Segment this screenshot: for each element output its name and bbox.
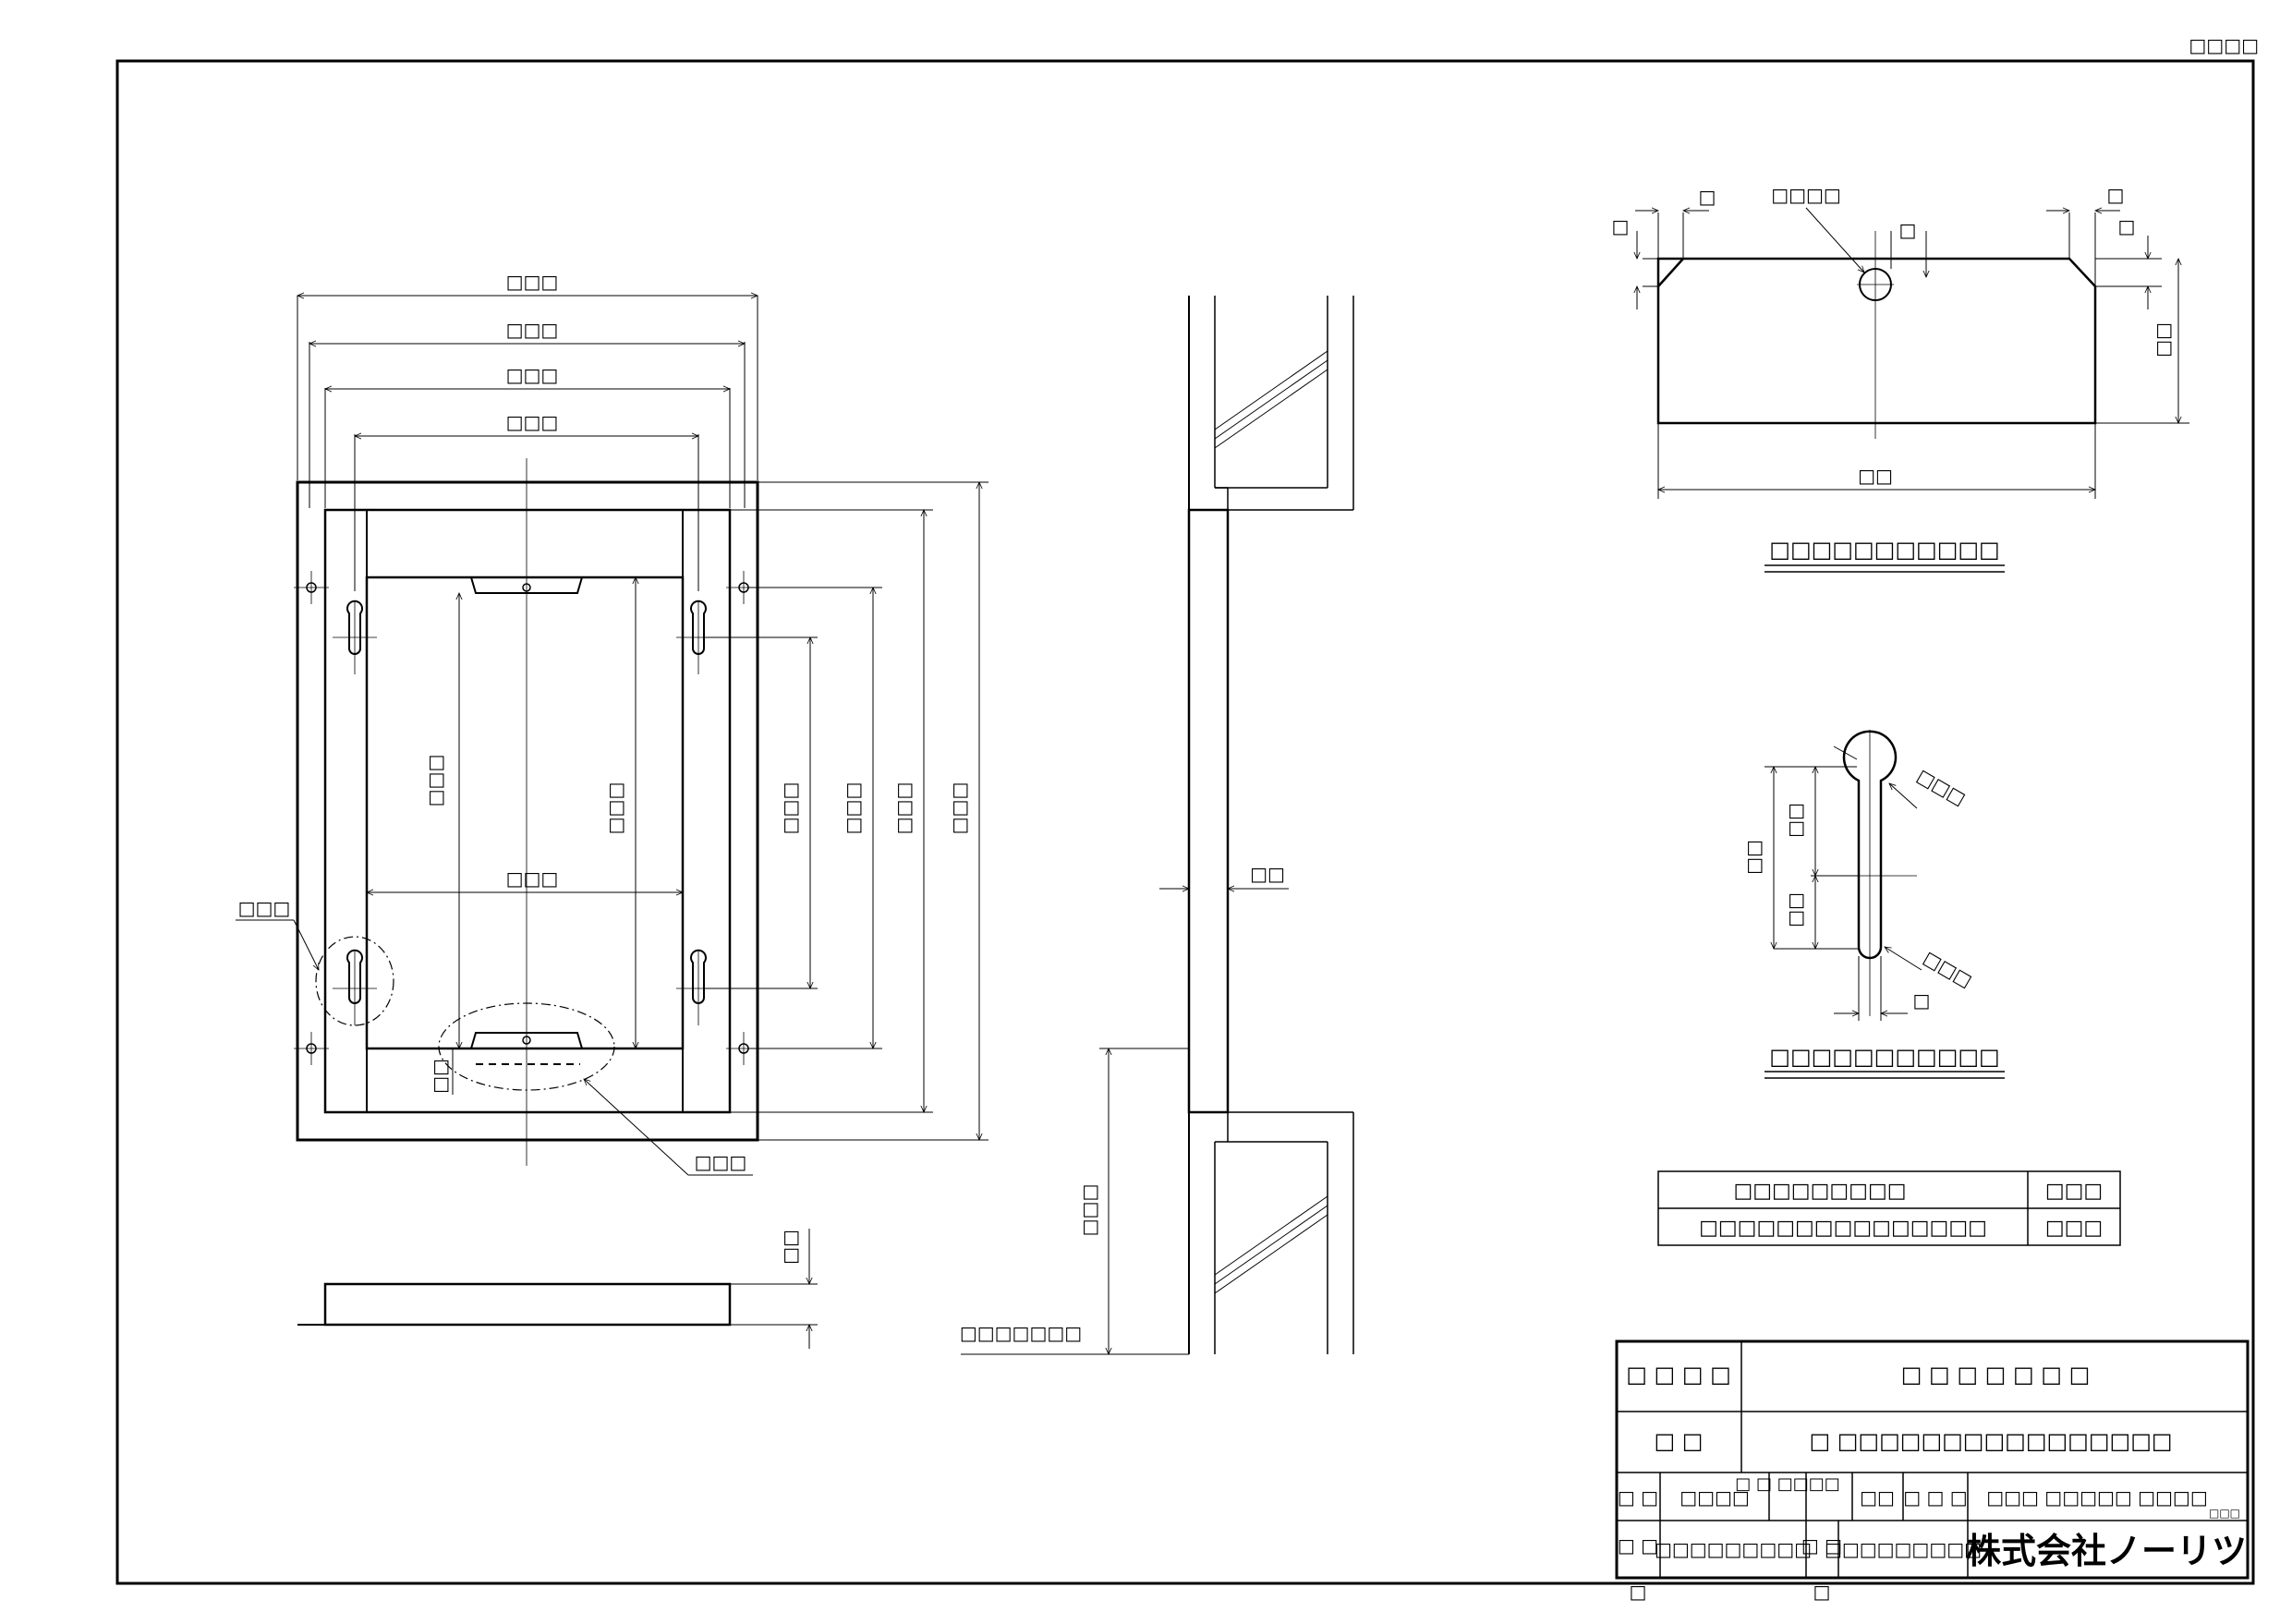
note-row1-right: □□□ [2045, 1180, 2103, 1203]
tb-row4-left-value: □□□□□□□□□ [1655, 1538, 1812, 1560]
front-vertical-dimensions [452, 482, 988, 1140]
tb-row4-left-label: □ □ [1618, 1534, 1658, 1557]
note-table [1657, 1170, 2121, 1246]
cutout-dim-1: □ [1699, 186, 1716, 208]
cutout-dim-4: □ [2107, 184, 2125, 206]
dim-top-2: □□□ [506, 319, 559, 341]
dim-right-3: □□□ [892, 782, 915, 835]
corner-code: □□□□ [2189, 34, 2259, 56]
floor-label: □□□□□□□ [960, 1322, 1082, 1344]
keyhole-dim-left-1: □□ [1742, 840, 1764, 875]
dim-left-inner-2: □□□ [604, 782, 626, 835]
company-logo: 株式会社ノーリツ [1966, 1531, 2247, 1571]
dim-top-1: □□□ [506, 271, 559, 293]
tb-row4-mid-value: □□□□□□□□□ [1825, 1538, 1982, 1560]
note-row2-left: □□□□□□□□□□□□□□□ [1699, 1217, 1987, 1240]
keyhole-slots [346, 600, 707, 1004]
tb-row3-cell-5: □ □ □ [1903, 1486, 1967, 1509]
keyhole-detail-title: □□□□□□□□□□□ [1769, 1044, 1999, 1070]
tb-row4-bottom-mark-2: □ [1813, 1581, 1831, 1603]
outer-frame [296, 480, 759, 1142]
dim-left-inner-1: □□□ [424, 755, 446, 807]
tb-row3-cell-6: □□□ □□□□□ □□□□ [1986, 1486, 2207, 1509]
tb-row3-cell-2: □□□□ [1680, 1486, 1750, 1509]
cutout-dim-width: □□ [1858, 465, 1893, 487]
note-row2-right: □□□ [2045, 1217, 2103, 1240]
tb-row1-value: □ □ □ □ □ □ □ [1901, 1362, 2091, 1388]
title-block [1615, 1339, 2250, 1580]
plan-strip-dim: □□ [779, 1230, 801, 1265]
tb-row4-mid-label: □ □ [1801, 1534, 1842, 1557]
detail-circle-keyhole [315, 936, 394, 1026]
cutout-dim-2: □ [1612, 215, 1630, 237]
front-view [236, 458, 761, 1176]
dim-inner-width: □□□ [506, 867, 559, 890]
cutout-dim-3: □ [1899, 219, 1917, 241]
tb-row3-cell-4: □□ [1860, 1486, 1895, 1509]
cutout-dim-height: □□ [2152, 322, 2174, 358]
tb-row3-scale: □□□ [2209, 1507, 2240, 1520]
dim-right-2: □□□ [842, 782, 864, 835]
dim-bottom-small: □□ [429, 1059, 451, 1094]
side-section-view [961, 296, 1354, 1354]
keyhole-dim-left-2: □□ [1784, 803, 1806, 838]
dim-top-3: □□□ [506, 364, 559, 386]
dim-top-4: □□□ [506, 411, 559, 433]
note-row1-left: □□□□□□□□□ [1733, 1180, 1906, 1203]
side-height-dim: □□□ [1078, 1184, 1100, 1237]
keyhole-dim-bottom: □ [1913, 989, 1931, 1012]
detail-callout-left: □□□ [238, 897, 291, 919]
cutout-detail-title: □□□□□□□□□□□ [1769, 537, 1999, 563]
front-top-dimensions [297, 296, 758, 892]
tb-row3-cell-3: □ □ □□□□ [1735, 1474, 1839, 1494]
keyhole-detail-view [1764, 730, 2005, 1079]
tb-row1-label: □ □ □ □ [1626, 1362, 1731, 1388]
cutout-dim-5: □ [2118, 215, 2136, 237]
drawing-border [115, 59, 2255, 1585]
tb-row2-label: □ □ [1655, 1428, 1704, 1454]
plan-strip-view [297, 1229, 818, 1349]
dim-right-4: □□□ [948, 782, 970, 835]
tb-row4-bottom-mark-1: □ [1630, 1581, 1647, 1603]
keyhole-dim-bottom-radius: □□□ [1920, 946, 1976, 991]
detail-callout-bottom: □□□ [695, 1151, 747, 1173]
keyhole-dim-top-radius: □□□ [1913, 764, 1970, 809]
inner-frame [323, 508, 732, 1114]
dim-right-1: □□□ [779, 782, 801, 835]
cutout-detail-view [1635, 208, 2189, 573]
keyhole-dim-left-3: □□ [1784, 892, 1806, 927]
side-thickness-dim: □□ [1250, 863, 1285, 885]
tb-row3-cell-1: □ □ [1618, 1486, 1658, 1509]
tb-row2-value: □ □□□□□□□□□□□□□□□□ [1809, 1428, 2172, 1454]
cutout-hole-label: □□□□ [1771, 184, 1841, 206]
detail-circle-tab [438, 1002, 615, 1091]
